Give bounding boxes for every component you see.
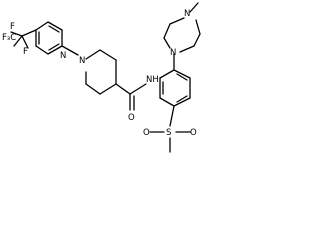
molecule-drawing: F₃C F F N N O NH N N S O O xyxy=(2,2,201,153)
trifluoromethyl-group xyxy=(10,29,37,49)
atom-aryl-n: N xyxy=(170,48,176,58)
pyridine-ring xyxy=(35,21,63,55)
methyl-bond xyxy=(189,2,199,13)
pyridine-piperidine-bond xyxy=(61,45,79,56)
atom-sulfonyl-o-right: O xyxy=(190,128,197,138)
atom-cf3-label: F₃C xyxy=(2,33,16,43)
piperidine-ring xyxy=(85,49,117,95)
atom-methyl-n: N xyxy=(184,9,190,19)
atom-pyridine-n: N xyxy=(60,51,66,61)
atom-fluorine-top: F xyxy=(10,22,15,32)
atom-carbonyl-o: O xyxy=(128,113,135,123)
piperazine-ring xyxy=(163,17,201,53)
sulfonyl-group xyxy=(149,105,191,153)
atom-piperidine-n: N xyxy=(79,56,85,66)
atom-sulfonyl-o-left: O xyxy=(143,128,150,138)
atom-sulfur: S xyxy=(166,128,171,138)
structure-diagram: F₃C F F N N O NH N N S O O xyxy=(0,0,218,165)
benzene-ring xyxy=(159,69,191,107)
atom-amide-n: NH xyxy=(146,75,159,85)
atom-fluorine-side: F xyxy=(23,47,28,57)
carboxamide-group xyxy=(115,83,147,111)
